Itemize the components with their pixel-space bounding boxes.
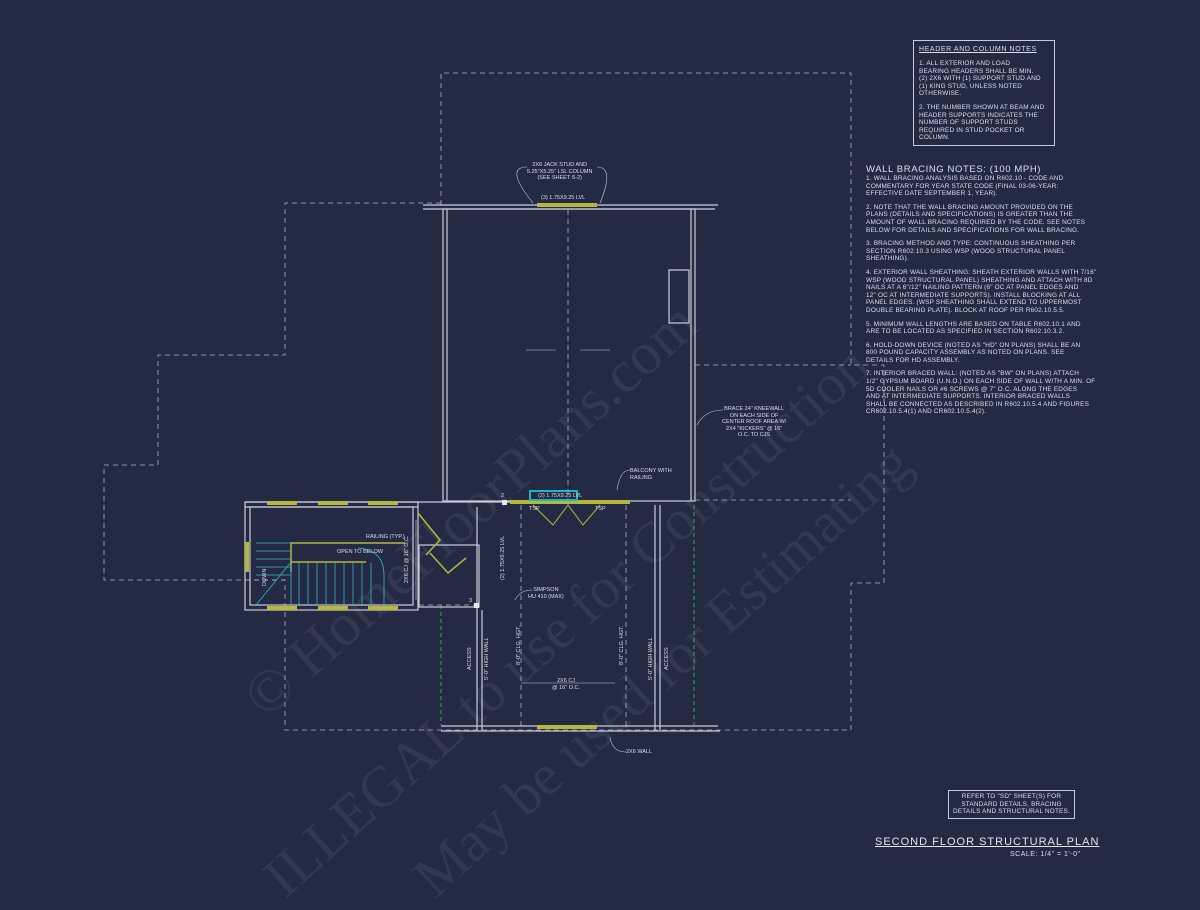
balcony-outline xyxy=(529,490,578,501)
clg-ht-left-label: 8'-0" CLG. HGT. xyxy=(516,625,522,665)
open-below-label: OPEN TO BELOW xyxy=(337,549,383,555)
wall-bracing-notes: WALL BRACING NOTES: (100 MPH) 1. WALL BR… xyxy=(866,164,1096,416)
high-wall-left-label: 5'-0" HIGH WALL xyxy=(484,637,490,680)
bracing-note-1: 1. WALL BRACING ANALYSIS BASED ON R602.1… xyxy=(866,175,1064,198)
down-label: DOWN xyxy=(262,568,268,586)
vertical-lvl-label: (2) 1.75x9.25 LVL xyxy=(500,535,506,580)
tsp-left-label: TSP xyxy=(529,506,540,512)
bracing-note-4: 4. EXTERIOR WALL SHEATHING: SHEATH EXTER… xyxy=(866,268,1097,314)
sheet-title: SECOND FLOOR STRUCTURAL PLAN xyxy=(875,836,1100,848)
post-3-label: 3 xyxy=(469,598,473,604)
scale-label: SCALE: 1/4" = 1'-0" xyxy=(1010,851,1081,858)
bracing-notes-title: WALL BRACING NOTES: (100 MPH) xyxy=(866,164,1042,175)
tsp-right-label: TSP xyxy=(595,506,606,512)
balcony-doors xyxy=(532,504,601,526)
bracing-note-2: 2. NOTE THAT THE WALL BRACING AMOUNT PRO… xyxy=(866,203,1086,234)
high-wall-right-label: 5'-0" HIGH WALL xyxy=(648,637,654,680)
post-2-label: 2 xyxy=(501,493,505,499)
bracing-note-5: 5. MINIMUM WALL LENGTHS ARE BASED ON TAB… xyxy=(866,320,1081,336)
cj-label: 2x6 CJ@ 16" O.C. xyxy=(552,678,581,691)
balcony-lvl-label: (2) 1.75x9.25 LVL xyxy=(538,493,583,499)
headers xyxy=(245,203,630,729)
stair-cj-label: 2x6 CJ @ 16" O.C. xyxy=(404,535,410,583)
access-right-label: ACCESS xyxy=(664,647,670,670)
ridge-lines xyxy=(440,505,695,725)
clg-ht-right-label: 8'-0" CLG. HGT. xyxy=(619,625,625,665)
roof-outline xyxy=(103,72,885,731)
bracing-note-7: 7. INTERIOR BRACED WALL: (NOTED AS "BW" … xyxy=(866,370,1096,416)
access-left-label: ACCESS xyxy=(467,647,473,670)
bracing-note-6: 6. HOLD-DOWN DEVICE (NOTED AS "HD" ON PL… xyxy=(866,341,1081,364)
top-lvl-label: (3) 1.75x9.25 LVL xyxy=(541,195,586,201)
leaders xyxy=(415,166,724,753)
header-column-notes: HEADER AND COLUMN NOTES 1. ALL EXTERIOR … xyxy=(913,40,1055,146)
bracing-note-3: 3. BRACING METHOD AND TYPE: CONTINUOUS S… xyxy=(866,240,1076,263)
wall-2x6-label: 2x6 WALL xyxy=(626,749,653,755)
posts xyxy=(474,500,507,608)
header-notes-title: HEADER AND COLUMN NOTES xyxy=(919,46,1037,53)
railing-label: RAILING (TYP.) xyxy=(366,534,405,540)
stair xyxy=(255,542,385,606)
